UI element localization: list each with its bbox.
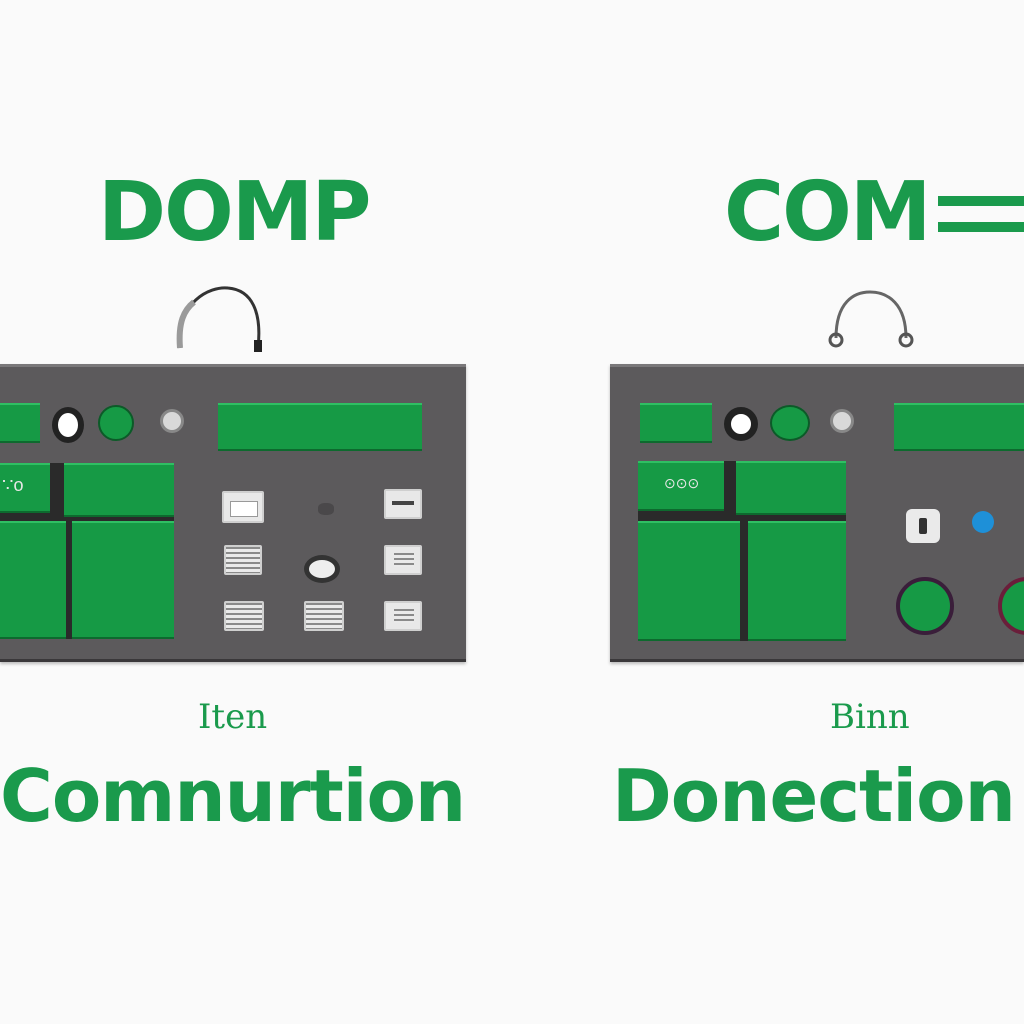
left-tag-block[interactable]: ∵o xyxy=(0,463,50,513)
right-title-bar-bottom xyxy=(938,222,1024,232)
right-control-panel: ⊙⊙⊙ xyxy=(610,364,1024,662)
grid-tile-icon[interactable] xyxy=(224,601,264,631)
left-title: DOMP xyxy=(98,165,371,260)
left-green-key[interactable] xyxy=(0,403,40,443)
cable-handle-icon xyxy=(828,290,914,348)
left-block-top[interactable] xyxy=(64,463,174,517)
right-tag-block[interactable]: ⊙⊙⊙ xyxy=(638,461,724,511)
status-led-icon xyxy=(972,511,994,533)
right-tag-text: ⊙⊙⊙ xyxy=(664,475,700,491)
grid-tile-icon[interactable] xyxy=(384,601,422,631)
cable-handle-icon xyxy=(176,286,262,352)
left-control-panel: ∵o xyxy=(0,364,466,662)
right-big-round-button-2[interactable] xyxy=(998,577,1024,635)
left-block-bottom-left[interactable] xyxy=(0,521,66,639)
grid-tile-icon[interactable] xyxy=(224,545,262,575)
right-knob-icon[interactable] xyxy=(724,407,758,441)
right-display-bar xyxy=(894,403,1024,451)
right-title-bar-top xyxy=(938,196,1024,206)
left-tag-text: ∵o xyxy=(2,475,24,495)
left-small-label: Iten xyxy=(198,697,268,737)
grid-tile-icon[interactable] xyxy=(384,545,422,575)
right-round-button[interactable] xyxy=(770,405,810,441)
right-block-top[interactable] xyxy=(736,461,846,515)
lock-icon[interactable] xyxy=(906,509,940,543)
grid-tile-icon[interactable] xyxy=(304,601,344,631)
left-block-bottom-right[interactable] xyxy=(72,521,174,639)
right-block-bottom-right[interactable] xyxy=(748,521,846,641)
left-big-label: Comnurtion xyxy=(0,754,466,838)
grid-tile-icon[interactable] xyxy=(222,491,264,523)
right-small-dial-icon[interactable] xyxy=(830,409,854,433)
grid-tile-icon[interactable] xyxy=(384,489,422,519)
left-dim-icon xyxy=(318,503,334,515)
right-title: COM xyxy=(724,165,931,260)
left-knob-icon[interactable] xyxy=(304,555,340,583)
left-display-bar xyxy=(218,403,422,451)
left-small-dial-icon[interactable] xyxy=(160,409,184,433)
left-round-button[interactable] xyxy=(98,405,134,441)
right-block-bottom-left[interactable] xyxy=(638,521,740,641)
right-green-key[interactable] xyxy=(640,403,712,443)
left-block-group: ∵o xyxy=(0,463,174,639)
left-knob-icon[interactable] xyxy=(52,407,84,443)
right-big-round-button[interactable] xyxy=(896,577,954,635)
right-block-group: ⊙⊙⊙ xyxy=(638,461,846,641)
right-small-label: Binn xyxy=(830,697,910,737)
right-big-label: Donection xyxy=(612,760,1016,832)
